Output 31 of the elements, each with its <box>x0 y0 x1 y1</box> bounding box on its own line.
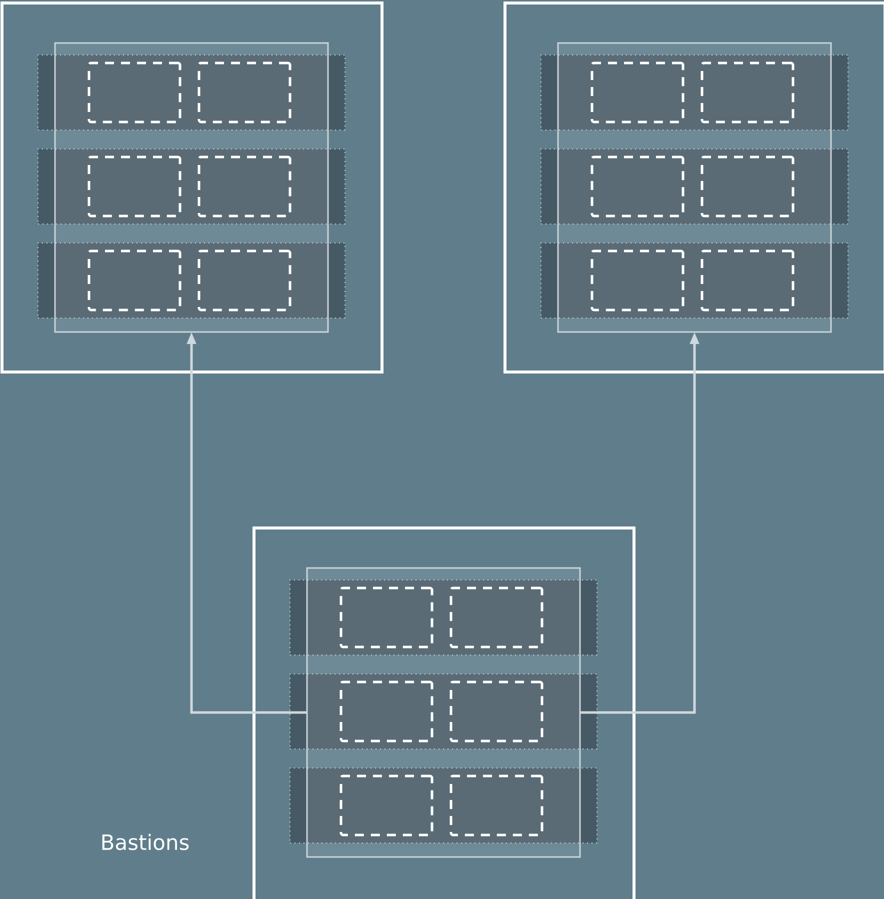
pod-slot <box>88 62 182 124</box>
cluster-box <box>0 2 384 374</box>
pod-slot <box>450 774 544 836</box>
node-row-bar <box>290 674 598 750</box>
node-row-bar <box>540 242 848 318</box>
cluster-box <box>252 526 636 899</box>
node-row-bar <box>38 54 346 130</box>
pod-slot <box>590 250 684 312</box>
node-row-bar <box>38 242 346 318</box>
pod-slot <box>340 586 434 648</box>
pod-slot <box>340 680 434 742</box>
pod-slot <box>198 62 292 124</box>
pod-slot <box>88 156 182 218</box>
pod-slot <box>88 250 182 312</box>
pod-slot <box>590 156 684 218</box>
node-row-bar <box>290 768 598 844</box>
node-row-bar <box>540 54 848 130</box>
pod-slot <box>700 62 794 124</box>
node-row-bar <box>290 580 598 656</box>
pod-slot <box>450 586 544 648</box>
pod-slot <box>590 62 684 124</box>
node-row-bar <box>540 148 848 224</box>
pod-slot <box>450 680 544 742</box>
cluster-label: Bastions <box>102 834 189 850</box>
cluster-box <box>504 2 884 374</box>
pod-slot <box>198 250 292 312</box>
pod-slot <box>700 156 794 218</box>
pod-slot <box>198 156 292 218</box>
node-row-bar <box>38 148 346 224</box>
pod-slot <box>340 774 434 836</box>
pod-slot <box>700 250 794 312</box>
